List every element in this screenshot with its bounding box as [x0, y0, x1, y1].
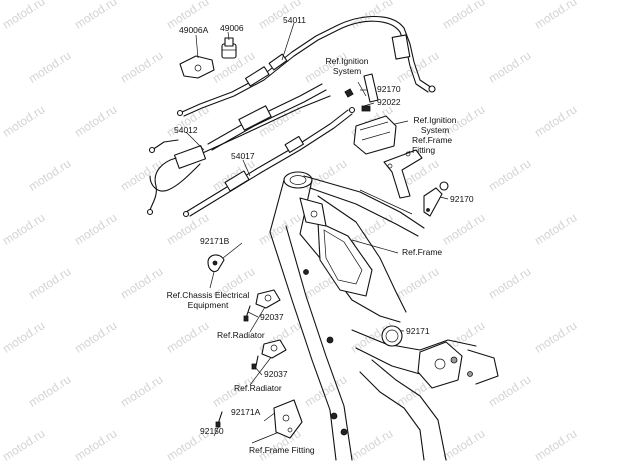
ref-ignition-system-label-1: Ref.Ignition System — [325, 56, 369, 76]
cable-holder-49006A — [179, 55, 215, 79]
part-label-92037-top: 92037 — [260, 312, 284, 322]
ref-radiator-label-top: Ref.Radiator — [217, 330, 265, 340]
leader-lines — [185, 22, 449, 444]
main-frame — [269, 171, 499, 461]
frame-fitting-bracket — [383, 149, 449, 217]
ignition-coil-assembly — [344, 73, 397, 155]
bolt-92150 — [215, 411, 223, 428]
part-label-92171: 92171 — [406, 326, 430, 336]
part-label-54011: 54011 — [283, 15, 307, 25]
ref-chassis-electrical-label: Ref.Chassis Electrical Equipment — [166, 290, 250, 310]
part-label-92170-top: 92170 — [377, 84, 401, 94]
part-label-54012: 54012 — [174, 125, 198, 135]
part-label-49006: 49006 — [220, 23, 244, 33]
part-label-92037-bottom: 92037 — [264, 369, 288, 379]
throttle-cable-54011 — [176, 16, 436, 117]
radiator-bracket-upper — [243, 289, 281, 322]
part-label-92171A: 92171A — [231, 407, 261, 417]
part-label-49006A: 49006A — [179, 25, 209, 35]
throttle-cable-54012 — [146, 83, 331, 216]
part-label-54017: 54017 — [231, 151, 255, 161]
ref-frame-fitting-label-top: Ref.Frame Fitting — [412, 135, 453, 155]
cable-adjuster-49006 — [221, 37, 237, 59]
ref-frame-fitting-label-bottom: Ref.Frame Fitting — [249, 445, 315, 455]
clutch-cable-54017 — [182, 106, 356, 218]
clamp-92171B — [207, 254, 225, 273]
part-label-92170-bottom: 92170 — [450, 194, 474, 204]
ref-radiator-label-bottom: Ref.Radiator — [234, 383, 282, 393]
part-label-92150: 92150 — [200, 426, 224, 436]
part-label-92022: 92022 — [377, 97, 401, 107]
ref-frame-label: Ref.Frame — [402, 247, 443, 257]
radiator-bracket-lower — [251, 339, 287, 370]
part-label-92171B: 92171B — [200, 236, 230, 246]
ref-ignition-system-label-2: Ref.Ignition System — [413, 115, 457, 135]
fitting-plate-92171A — [273, 399, 303, 439]
